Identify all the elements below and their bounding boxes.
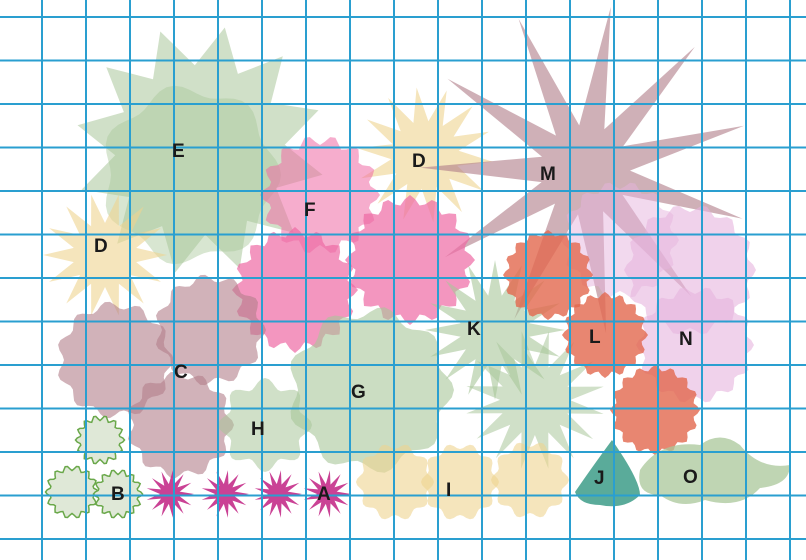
- plant-b-round-1: [76, 416, 125, 463]
- plant-l-flower-3: [610, 365, 700, 455]
- label-h: H: [251, 419, 265, 440]
- label-c: C: [174, 362, 188, 383]
- label-g: G: [351, 382, 366, 403]
- label-e: E: [172, 141, 185, 162]
- label-b: B: [111, 484, 125, 505]
- label-d-top: D: [412, 151, 426, 172]
- plant-h-shrub: [218, 378, 312, 472]
- label-n: N: [679, 329, 693, 350]
- label-j: J: [594, 468, 605, 489]
- plant-a-flower-2: [202, 470, 249, 518]
- plant-layer: [43, 7, 790, 519]
- label-m: M: [540, 164, 556, 185]
- label-o: O: [683, 467, 698, 488]
- label-a: A: [317, 484, 331, 505]
- label-f: F: [304, 200, 316, 221]
- label-k: K: [467, 319, 481, 340]
- label-d-left: D: [94, 236, 108, 257]
- plant-i-mound-3: [491, 443, 569, 518]
- plant-f-flower-3: [345, 195, 475, 325]
- plant-b-round-2: [46, 467, 99, 518]
- plant-i-mound-2: [421, 445, 499, 520]
- label-l: L: [589, 327, 601, 348]
- label-i: I: [446, 480, 451, 501]
